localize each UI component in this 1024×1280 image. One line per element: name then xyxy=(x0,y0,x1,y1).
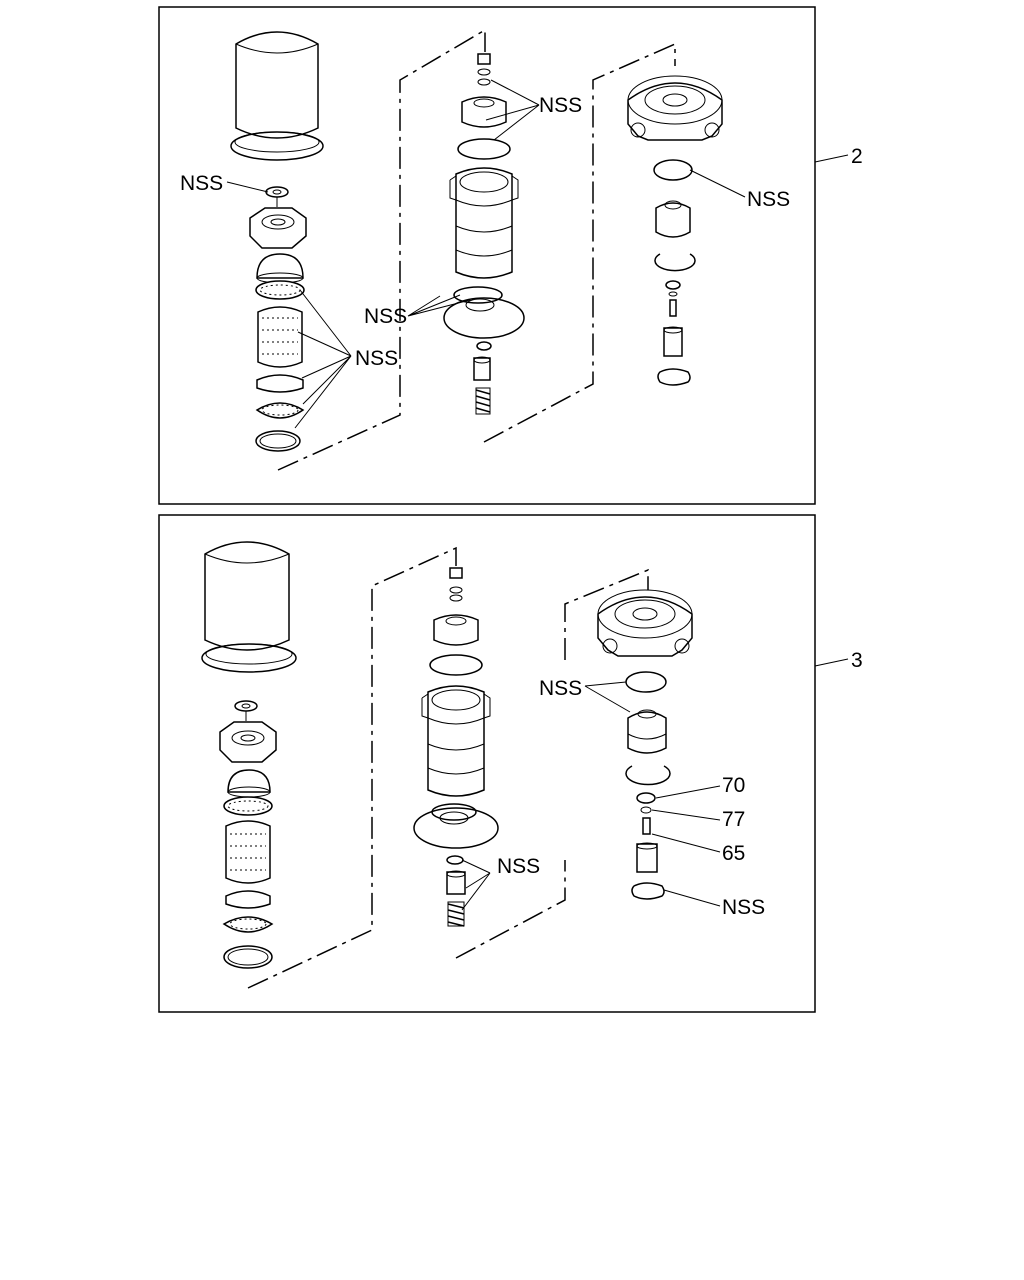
dome-top xyxy=(256,253,304,284)
part-65 xyxy=(642,817,651,835)
panel-top-frame xyxy=(158,6,816,505)
valve-right-top xyxy=(663,326,683,357)
valve-right-bottom xyxy=(636,842,658,873)
callout-2: 2 xyxy=(851,145,863,168)
spring-center-top xyxy=(475,387,491,415)
valve-center-bottom xyxy=(446,870,466,895)
panel-top: NSS NSS NSS NSS NSS 2 xyxy=(158,6,863,505)
valve-center-top xyxy=(473,356,491,381)
beads-lower-bottom xyxy=(222,916,274,933)
head-assembly-top xyxy=(627,75,723,141)
panel-bottom: NSS 70 77 65 NSS NSS 3 xyxy=(158,514,863,1013)
label-nss-center-mid-top: NSS xyxy=(364,305,407,328)
dashed-bracket-left-bottom xyxy=(247,546,457,989)
clip-right-top xyxy=(657,368,691,386)
cap-top xyxy=(461,96,507,128)
housing-body-top xyxy=(449,167,519,279)
cover-plate-bottom xyxy=(219,721,277,763)
gasket-center-top xyxy=(443,297,525,339)
label-nss-right-top: NSS xyxy=(747,188,790,211)
piston-right-bottom xyxy=(627,709,667,754)
clip-right-bottom xyxy=(631,882,665,900)
part-70 xyxy=(636,792,656,804)
washer-bottom xyxy=(234,700,258,721)
oring-right-top xyxy=(653,159,693,181)
oring-bottom-left-top xyxy=(255,430,301,452)
head-assembly-bottom xyxy=(597,589,693,657)
disk-bottom xyxy=(225,890,271,909)
label-nss-spring-bottom: NSS xyxy=(497,855,540,878)
small-oring-center-top xyxy=(476,341,492,351)
canister-top xyxy=(230,31,324,161)
oring-right-bottom xyxy=(625,671,667,693)
label-nss-filter-top: NSS xyxy=(355,347,398,370)
callout-3: 3 xyxy=(851,649,863,672)
cover-plate-top xyxy=(249,207,307,249)
filter-element-bottom xyxy=(225,820,271,884)
oring-bottom-left-bottom xyxy=(223,945,273,969)
nut-bottom xyxy=(449,567,463,602)
canister-bottom xyxy=(201,541,297,673)
gasket-center-bottom xyxy=(413,807,499,849)
spring-seat-right-top xyxy=(665,280,681,317)
dashed-bracket-center-bottom-lower xyxy=(455,860,566,959)
spring-center-bottom xyxy=(447,901,465,927)
label-part-70: 70 xyxy=(722,774,745,797)
part-77 xyxy=(640,806,652,814)
label-nss-center-top: NSS xyxy=(539,94,582,117)
dashed-bracket-center-top xyxy=(483,42,676,443)
filter-element-top xyxy=(257,306,303,368)
washer-top xyxy=(265,186,289,207)
beads-upper-top xyxy=(255,280,305,300)
oring-center-bottom xyxy=(429,654,483,676)
beads-upper-bottom xyxy=(223,796,273,816)
small-oring-center-bottom xyxy=(446,855,464,865)
dome-bottom xyxy=(227,769,271,798)
oring-center-top xyxy=(457,138,511,160)
label-nss-seal-bottom: NSS xyxy=(539,677,582,700)
label-part-77: 77 xyxy=(722,808,745,831)
snap-ring-right-top xyxy=(654,253,696,272)
label-nss-left-top: NSS xyxy=(180,172,223,195)
dashed-bracket-left-top xyxy=(277,28,486,471)
label-part-65: 65 xyxy=(722,842,745,865)
beads-lower-top xyxy=(255,402,305,419)
housing-body-bottom xyxy=(421,685,491,797)
label-nss-clip-bottom: NSS xyxy=(722,896,765,919)
dashed-bracket-center-bottom-upper xyxy=(564,568,649,660)
piston-right-top xyxy=(655,200,691,238)
disk-top xyxy=(256,374,304,393)
cap-bottom xyxy=(433,614,479,646)
panel-bottom-frame xyxy=(158,514,816,1013)
nut-top xyxy=(477,53,491,86)
oring-lower-center-top xyxy=(453,286,503,304)
snap-ring-right-bottom xyxy=(625,765,671,786)
